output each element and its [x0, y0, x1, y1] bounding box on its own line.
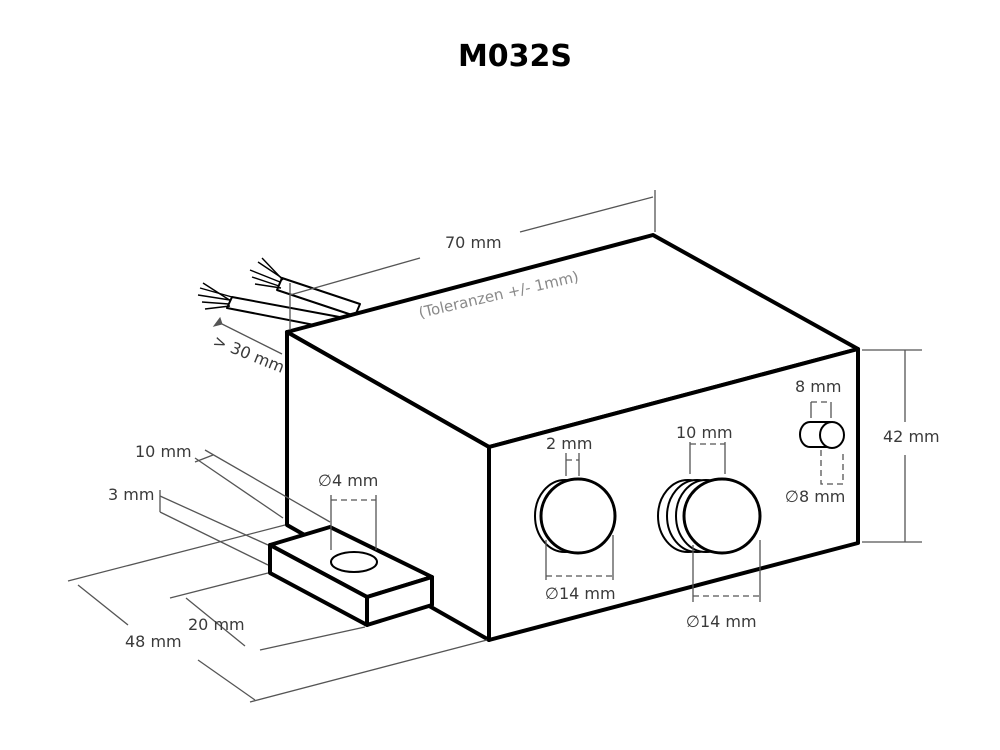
knob-small — [534, 477, 617, 555]
mounting-hole — [330, 551, 378, 573]
label-depth: 48 mm — [125, 632, 182, 651]
label-shaft-small: 2 mm — [546, 434, 592, 453]
tab-front — [365, 575, 434, 627]
label-knob1-diameter: ∅14 mm — [545, 584, 616, 603]
label-height: 42 mm — [883, 427, 940, 446]
dimension-lines — [67, 190, 922, 703]
cable-bundle — [197, 257, 361, 331]
led-indicator — [799, 421, 845, 449]
knob-large — [657, 477, 762, 555]
label-tab-thickness: 3 mm — [108, 485, 154, 504]
label-knob2-diameter: ∅14 mm — [686, 612, 757, 631]
label-shaft-large: 10 mm — [676, 423, 733, 442]
label-tab-length: 20 mm — [188, 615, 245, 634]
label-hole: ∅4 mm — [318, 471, 378, 490]
label-tab-width: 10 mm — [135, 442, 192, 461]
drawing-title: M032S — [458, 39, 572, 74]
label-led-diameter: ∅8 mm — [785, 487, 845, 506]
wire-strands-lower — [197, 282, 233, 310]
mounting-tab — [268, 525, 434, 627]
label-length: 70 mm — [445, 233, 502, 252]
label-led-width: 8 mm — [795, 377, 841, 396]
wire-strands-upper — [249, 257, 284, 289]
